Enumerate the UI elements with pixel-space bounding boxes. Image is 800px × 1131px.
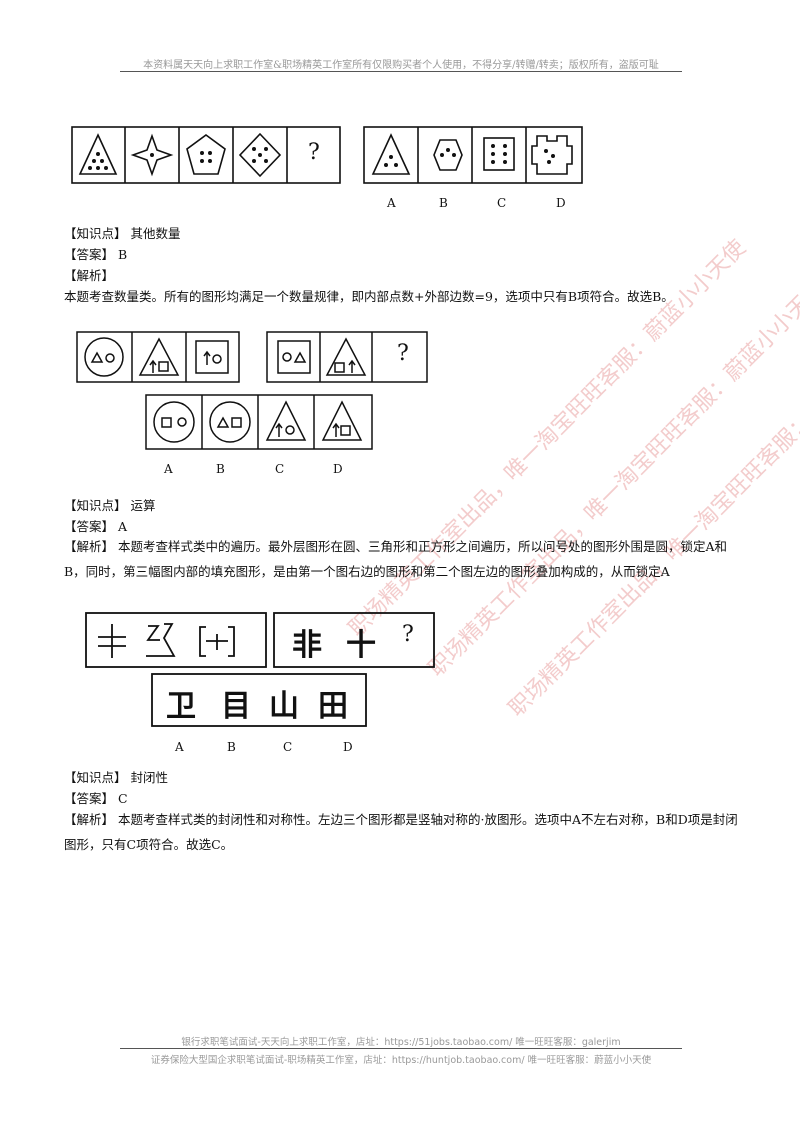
q2-option-a-label: A [164,462,173,476]
q1-question-mark: ? [308,140,320,165]
knowledge-value: 封闭性 [130,770,169,785]
knowledge-value: 运算 [130,498,156,513]
q3-figure [85,612,435,727]
q2-analysis: 【解析】 本题考查样式类中的遍历。最外层图形在圆、三角形和正方形之间遍历，所以问… [64,534,744,584]
page-header: 本资料属天天向上求职工作室&职场精英工作室所有仅限购买者个人使用，不得分享/转赠… [143,60,659,71]
q1-option-c-label: C [497,196,507,210]
q1-knowledge: 【知识点】 其他数量 [64,225,181,243]
footer-line-1: 银行求职笔试面试-天天向上求职工作室，店址：https://51jobs.tao… [181,1037,621,1048]
q1-analysis: 本题考查数量类。所有的图形均满足一个数量规律，即内部点数+外部边数=9，选项中只… [64,289,674,304]
analysis-text: 本题考查样式类中的遍历。最外层图形在圆、三角形和正方形之间遍历，所以问号处的图形… [64,539,728,579]
q2-option-c-label: C [275,462,285,476]
q3-analysis: 【解析】 本题考查样式类的封闭性和对称性。左边三个图形都是竖轴对称的·放图形。选… [64,807,744,857]
analysis-text: 本题考查样式类的封闭性和对称性。左边三个图形都是竖轴对称的·放图形。选项中A不左… [64,812,738,852]
knowledge-value: 其他数量 [130,226,181,241]
answer-label: 【答案】 [64,247,115,262]
answer-value: B [118,247,128,262]
q2-question-mark: ? [397,341,409,366]
q1-option-b-label: B [439,196,448,210]
q1-answer: 【答案】 B [64,246,127,264]
q3-question-mark: ? [402,622,414,647]
q3-option-char-b: 目 [221,689,251,724]
q3-option-char-a: 卫 [166,689,196,724]
q2-knowledge: 【知识点】 运算 [64,497,156,515]
q3-option-a-label: A [175,740,184,754]
q3-answer: 【答案】 C [64,790,128,808]
q3-option-char-d: 田 [318,689,348,724]
q2-option-b-label: B [216,462,225,476]
analysis-label: 【解析】 [64,539,115,554]
q2-figure [76,331,428,450]
q1-analysis-label: 【解析】 [64,268,115,283]
watermark: 职场精英工作室出品，唯一淘宝旺旺客服：蔚蓝小小天使 [504,315,800,722]
answer-value: A [118,519,128,534]
q2-answer: 【答案】 A [64,518,127,536]
knowledge-label: 【知识点】 [64,226,127,241]
q3-option-char-c: 山 [269,689,299,724]
q1-option-a-label: A [387,196,396,210]
footer-divider [120,1048,682,1049]
q1-option-d-label: D [556,196,566,210]
header-divider [120,71,682,72]
q2-option-d-label: D [333,462,343,476]
answer-label: 【答案】 [64,791,115,806]
q3-option-b-label: B [227,740,236,754]
q3-option-d-label: D [343,740,353,754]
analysis-label: 【解析】 [64,812,115,827]
q3-knowledge: 【知识点】 封闭性 [64,769,168,787]
knowledge-label: 【知识点】 [64,498,127,513]
answer-value: C [118,791,128,806]
footer-line-2: 证券保险大型国企求职笔试面试-职场精英工作室，店址：https://huntjo… [150,1055,652,1066]
q3-option-c-label: C [283,740,293,754]
q3-stem-char-2: 十 [346,628,376,663]
q3-stem-char-1: 非 [292,628,322,663]
q1-figure [71,126,583,184]
knowledge-label: 【知识点】 [64,770,127,785]
answer-label: 【答案】 [64,519,115,534]
